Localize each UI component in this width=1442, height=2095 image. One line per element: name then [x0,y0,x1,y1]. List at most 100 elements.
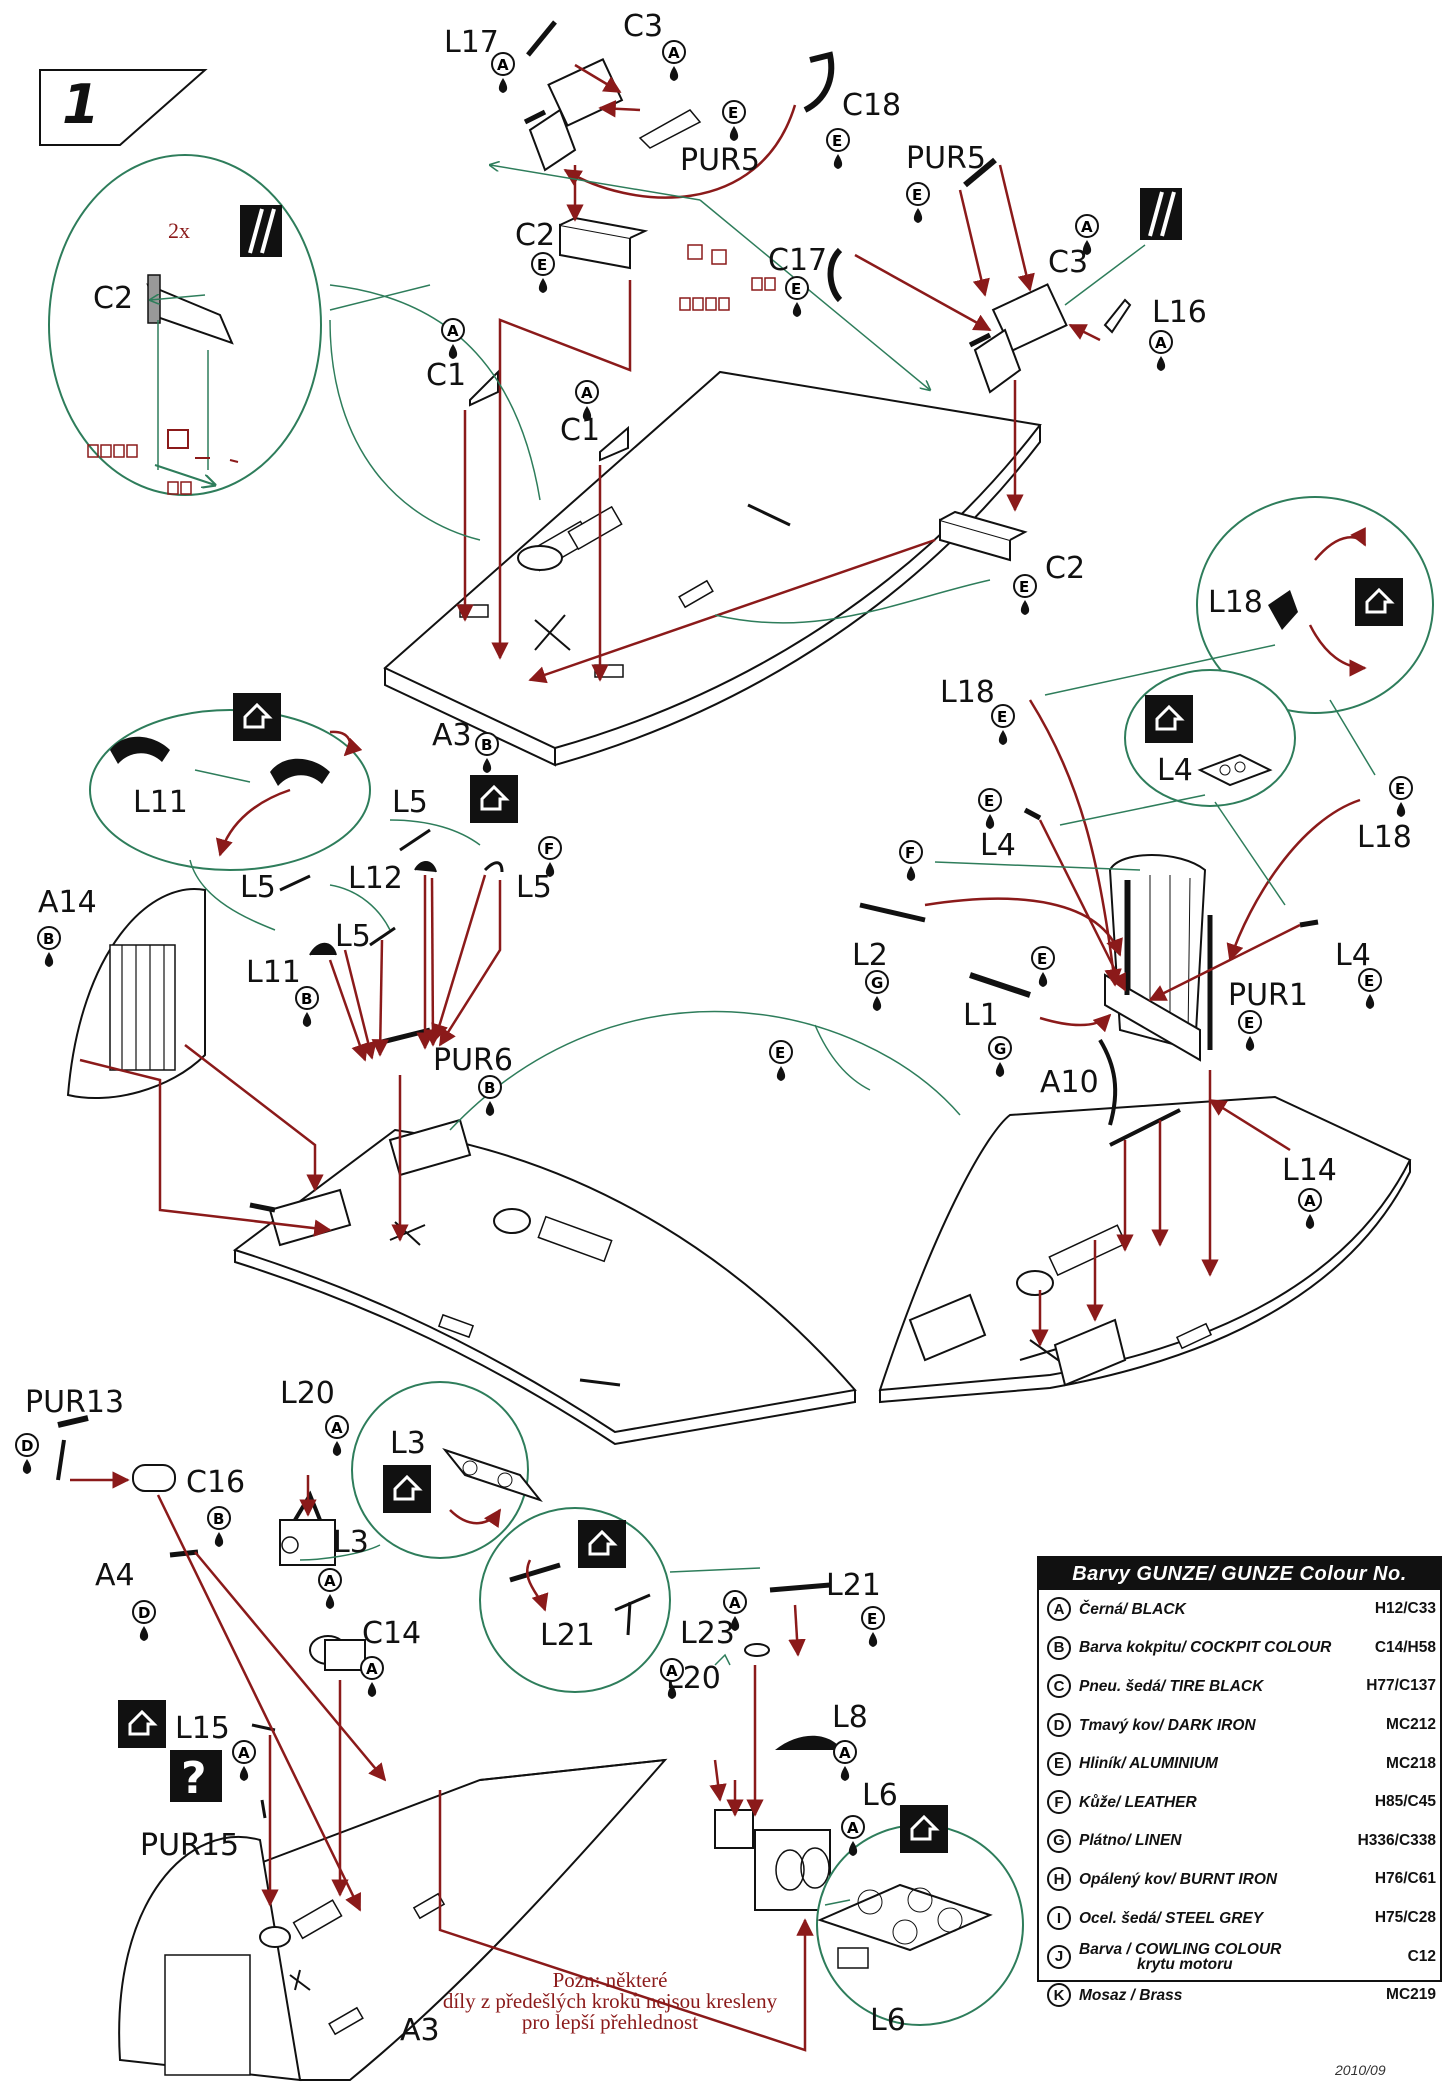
note-line-1: Pozn: některé [552,1968,668,1992]
label-c2-lower: C2 [1045,551,1085,586]
colour-name: Hliník/ ALUMINIUM [1079,1755,1218,1773]
label-l4-b: L4 [1335,938,1371,973]
label-l1: L1 [963,998,999,1033]
label-l4-a: L4 [980,828,1016,863]
label-l5-c: L5 [516,870,552,905]
label-l23: L23 [680,1616,735,1651]
label-pur15: PUR15 [140,1828,239,1863]
label-pur6: PUR6 [433,1043,513,1078]
guides-bottom [299,1544,851,1906]
colour-name-main: Tmavý kov/ DARK IRON [1079,1716,1256,1734]
cut-icon-right [1138,186,1184,242]
part-c2-mid [559,216,649,270]
label-c1-mid: C1 [560,413,600,448]
label-c3-top: C3 [623,9,663,44]
inset-l18-detail [1196,496,1434,714]
label-c14: C14 [362,1616,421,1651]
colour-name: Kůže/ LEATHER [1079,1793,1197,1811]
svg-text:B: B [301,990,312,1008]
part-c1-mid [599,425,629,462]
paint-drop-icon: H [1047,1867,1071,1892]
svg-text:E: E [1395,780,1405,798]
colour-code: H85/C45 [1374,1793,1436,1811]
colour-name-main: Opálený kov/ BURNT IRON [1079,1870,1278,1888]
svg-text:A: A [581,384,593,402]
svg-text:G: G [871,974,883,992]
paint-markers: A A E E E E E A A A A E B E E E F F E E … [15,40,1413,1857]
svg-text:A: A [839,1744,851,1762]
colour-name-sub: krytu motoru [1137,1955,1233,1973]
label-l21-inset: L21 [540,1618,595,1653]
inset-l21-detail [479,1507,671,1693]
labels-bottom: PUR13 L20 C16 L3 L3 A4 C14 L21 L21 L23 L… [25,1376,906,2048]
label-c2-inset: C2 [93,281,133,316]
part-c2-lower [939,510,1028,562]
colour-table-title: Barvy GUNZE/ GUNZE Colour No. [1039,1558,1440,1590]
step-number-box: 1 [39,69,208,146]
label-l4-inset: L4 [1157,753,1193,788]
colour-name: Plátno/ LINEN [1079,1832,1182,1850]
flip-icon-l5 [468,773,520,825]
colour-name-main: Barva / COWLING COLOUR [1079,1940,1282,1958]
svg-text:A: A [1304,1192,1316,1210]
arrows-bottom [70,1471,814,2052]
guides-top [329,165,1146,624]
label-l18-a: L18 [940,675,995,710]
label-l21: L21 [826,1568,881,1603]
svg-text:A: A [666,1662,678,1680]
label-l8: L8 [832,1700,868,1735]
svg-text:E: E [791,280,801,298]
svg-text:E: E [832,132,842,150]
svg-text:A: A [331,1419,343,1437]
colour-name-main: Ocel. šedá/ STEEL GREY [1079,1909,1264,1927]
arrows-top [456,63,1101,684]
part-l16 [1103,298,1132,334]
svg-text:A: A [729,1594,741,1612]
label-pur13: PUR13 [25,1385,124,1420]
labels-middle-left: L11 L5 L5 L12 L5 L5 L11 PUR6 A14 [38,785,552,1078]
colour-name: Opálený kov/ BURNT IRON [1079,1870,1278,1888]
svg-text:E: E [1244,1014,1254,1032]
floor-panel-middle-right [878,1095,1412,1404]
label-l17: L17 [444,25,499,60]
svg-text:D: D [138,1604,150,1622]
svg-text:D: D [21,1437,33,1455]
svg-text:A: A [1155,334,1167,352]
colour-name-main: Černá/ BLACK [1079,1600,1186,1618]
svg-text:A: A [447,322,459,340]
colour-code: MC212 [1386,1716,1436,1734]
part-c18 [803,51,835,113]
svg-text:E: E [997,708,1007,726]
label-c17: C17 [768,243,827,278]
colour-name-main: Hliník/ ALUMINIUM [1079,1755,1218,1773]
svg-text:E: E [1019,578,1029,596]
label-pur5-top: PUR5 [680,143,760,178]
colour-name-main: Barva kokpitu/ COCKPIT COLOUR [1079,1639,1332,1657]
gun-middle-right-a [908,1293,1127,1387]
label-l16: L16 [1152,295,1207,330]
unknown-icon-pur15: ? [170,1750,222,1804]
inset-l3-detail [351,1381,543,1559]
paint-drop-icon: D [1047,1713,1071,1738]
gun-middle-left [249,1118,472,1247]
colour-name-main: Kůže/ LEATHER [1079,1793,1197,1811]
svg-text:A: A [1081,218,1093,236]
label-c2-mid: C2 [515,218,555,253]
label-l20-a: L20 [280,1376,335,1411]
svg-text:E: E [1037,950,1047,968]
label-l3-inset: L3 [390,1426,426,1461]
seat-assembly [1098,854,1213,1147]
part-c17 [827,247,843,303]
inset-qty-note: 2x [168,218,190,243]
part-a14-bulkhead [66,888,206,1099]
colour-name-main: Plátno/ LINEN [1079,1832,1182,1850]
note-line-2: díly z předešlých kroků nejsou kresleny [442,1989,778,2013]
svg-text:A: A [366,1660,378,1678]
